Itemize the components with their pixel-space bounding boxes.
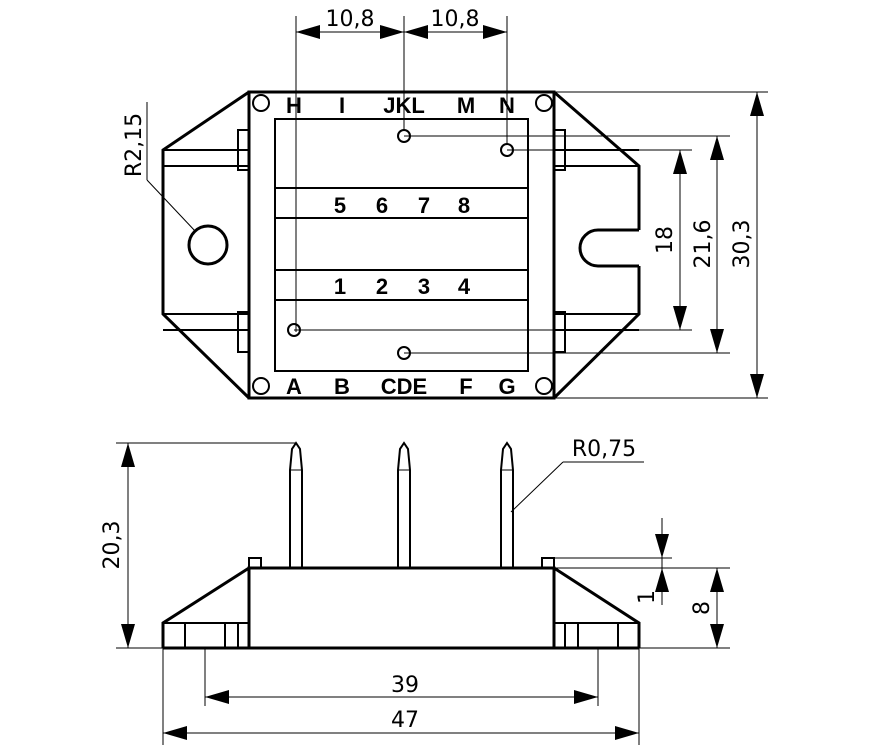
pin-letter-b: B [334,374,350,399]
pin-left [289,441,303,568]
dim-height-21-6: 21,6 [691,220,716,269]
pin-right [500,441,514,568]
terminal-4: 4 [458,274,471,299]
terminal-7: 7 [418,193,430,218]
dim-pin-height: 20,3 [100,521,125,570]
module-body-side [247,566,556,650]
pin-letter-h: H [286,93,302,118]
pin-letter-i: I [339,93,345,118]
dim-hole-spacing: 39 [391,673,419,698]
dim-total-width: 47 [391,708,419,733]
side-view: R0,75 20,3 1 8 39 47 [100,437,730,745]
dim-pitch-left: 10,8 [326,7,375,32]
mounting-hole [187,224,229,266]
dim-pitch-right: 10,8 [431,7,480,32]
pin-letter-m: M [457,93,475,118]
terminal-1: 1 [334,274,346,299]
dim-base-gap: 1 [635,590,660,604]
pin-letter-f: F [459,374,472,399]
dim-height-30-3: 30,3 [730,220,755,269]
terminal-6: 6 [376,193,388,218]
pin-letter-cde: CDE [381,374,427,399]
terminal-5: 5 [334,193,346,218]
dim-base-height: 8 [690,601,715,615]
terminal-2: 2 [376,274,388,299]
pin-middle [397,441,411,568]
dim-radius-hole: R2,15 [122,113,147,177]
terminal-8: 8 [458,193,470,218]
pin-letter-a: A [286,374,302,399]
top-dimensions: 10,8 10,8 R2,15 18 21,6 30,3 [122,7,768,399]
terminal-3: 3 [418,274,430,299]
dim-pin-radius: R0,75 [572,437,636,462]
dim-height-18: 18 [653,226,678,254]
module-body [247,90,556,400]
pin-letter-g: G [498,374,515,399]
